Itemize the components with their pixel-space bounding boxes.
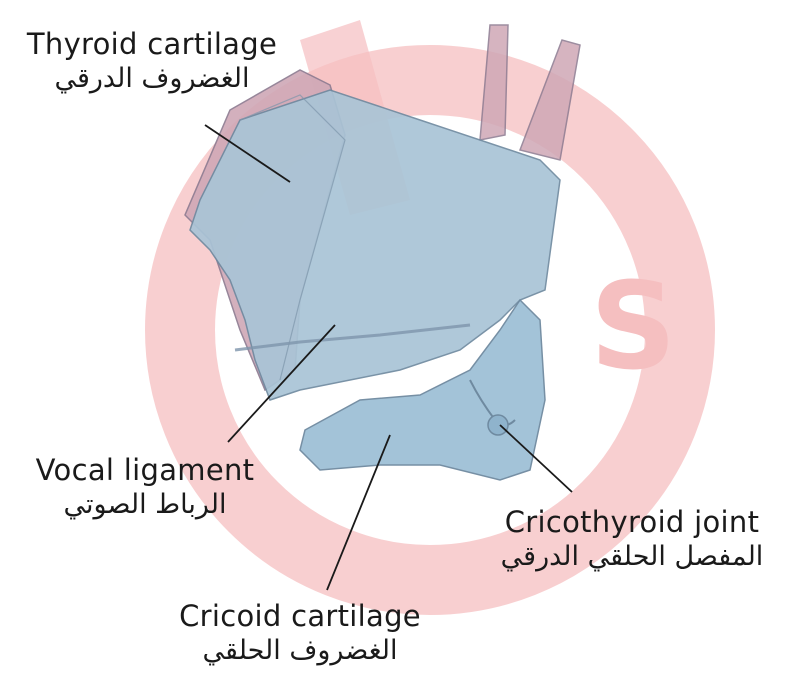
cricoid-cartilage-label: Cricoid cartilage الغضروف الحلقي xyxy=(150,598,450,668)
thyroid-cartilage-en: Thyroid cartilage xyxy=(6,26,298,62)
cricoid-cartilage-en: Cricoid cartilage xyxy=(150,598,450,634)
vocal-ligament-label: Vocal ligament الرباط الصوتي xyxy=(14,452,276,522)
cricothyroid-joint-label: Cricothyroid joint المفصل الحلقي الدرقي xyxy=(462,504,802,574)
vocal-ligament-ar: الرباط الصوتي xyxy=(14,488,276,522)
cricothyroid-joint-en: Cricothyroid joint xyxy=(462,504,802,540)
thyroid-cartilage-ar: الغضروف الدرقي xyxy=(6,62,298,96)
thyroid-cartilage-label: Thyroid cartilage الغضروف الدرقي xyxy=(6,26,298,96)
cricothyroid-joint-ar: المفصل الحلقي الدرقي xyxy=(462,540,802,574)
svg-text:S: S xyxy=(590,258,676,397)
cricothyroid-joint-mark xyxy=(488,415,508,435)
cricoid-cartilage-ar: الغضروف الحلقي xyxy=(150,634,450,668)
vocal-ligament-en: Vocal ligament xyxy=(14,452,276,488)
